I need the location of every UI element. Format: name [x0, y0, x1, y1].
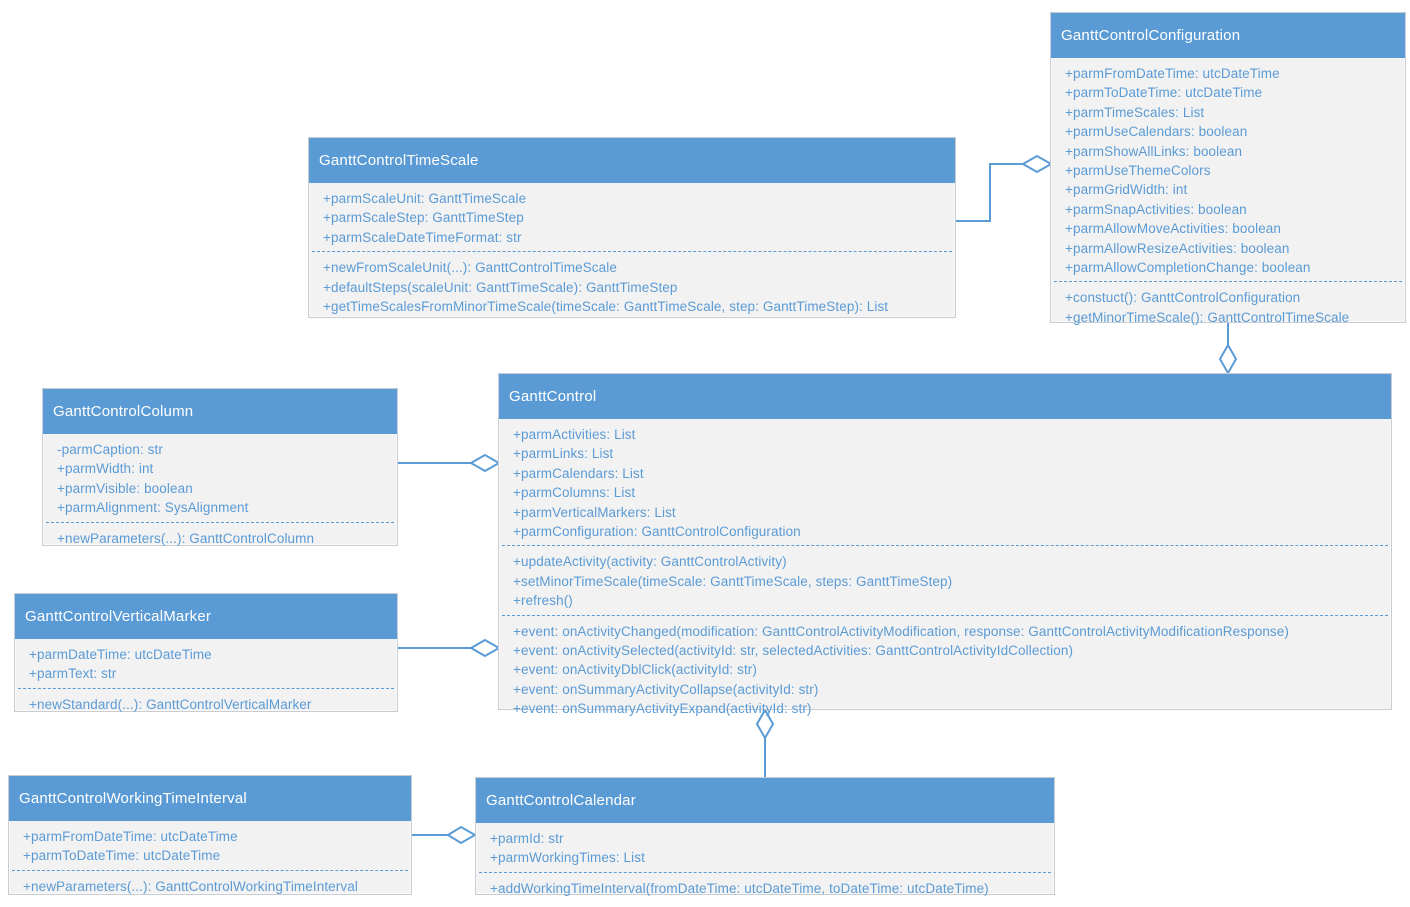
- member-row: +parmConfiguration: GanttControlConfigur…: [513, 524, 801, 540]
- section-divider: [18, 687, 394, 689]
- member-row: +parmUseCalendars: boolean: [1065, 124, 1248, 140]
- methods-section: +addWorkingTimeInterval(fromDateTime: ut…: [476, 873, 1054, 902]
- aggregation-diamond-icon: [468, 453, 502, 473]
- class-ganttcontrolcolumn: GanttControlColumn -parmCaption: str +par…: [42, 388, 398, 546]
- member-row: +parmUseThemeColors: [1065, 163, 1211, 179]
- member-row: +newStandard(...): GanttControlVerticalM…: [29, 696, 312, 712]
- member-row: +constuct(): GanttControlConfiguration: [1065, 290, 1301, 306]
- member-row: +newParameters(...): GanttControlWorking…: [23, 878, 358, 894]
- section-divider: [46, 521, 394, 523]
- class-ganttcontrolverticalmarker: GanttControlVerticalMarker +parmDateTime…: [14, 593, 398, 712]
- connector-verticalmarker-ganttcontrol: [398, 638, 502, 658]
- member-row: +parmId: str: [490, 831, 564, 846]
- section-divider: [479, 871, 1051, 873]
- member-row: +event: onSummaryActivityCollapse(activi…: [513, 681, 819, 697]
- member-row: +parmSnapActivities: boolean: [1065, 201, 1247, 217]
- member-row: +parmVerticalMarkers: List: [513, 504, 676, 520]
- class-ganttcontrolconfiguration: GanttControlConfiguration +parmFromDateT…: [1050, 12, 1406, 325]
- member-row: +parmDateTime: utcDateTime: [29, 647, 212, 662]
- member-row: +parmColumns: List: [513, 485, 636, 501]
- member-row: +parmFromDateTime: utcDateTime: [23, 829, 238, 844]
- attributes-section: +parmActivities: List +parmLinks: List +pa…: [499, 419, 1391, 545]
- member-row: +event: onActivitySelected(activityId: s…: [513, 643, 1074, 659]
- member-row: +parmToDateTime: utcDateTime: [1065, 85, 1263, 101]
- aggregation-diamond-icon: [468, 638, 502, 658]
- member-row: +parmAlignment: SysAlignment: [57, 500, 249, 516]
- member-row: +parmAllowResizeActivities: boolean: [1065, 240, 1290, 256]
- member-row: +newFromScaleUnit(...): GanttControlTime…: [323, 260, 617, 276]
- class-title: GanttControlVerticalMarker: [15, 594, 397, 639]
- member-row: +parmText: str: [29, 666, 117, 682]
- member-row: +refresh(): [513, 593, 573, 609]
- class-title: GanttControl: [499, 374, 1391, 419]
- connector-column-ganttcontrol: [398, 453, 502, 473]
- member-row: +parmWidth: int: [57, 461, 154, 477]
- member-row: +parmAllowMoveActivities: boolean: [1065, 221, 1282, 237]
- member-row: +parmFromDateTime: utcDateTime: [1065, 66, 1280, 81]
- member-row: +parmToDateTime: utcDateTime: [23, 848, 221, 864]
- events-section: +event: onActivityChanged(modification: …: [499, 616, 1391, 723]
- member-row: +parmScaleStep: GanttTimeStep: [323, 210, 524, 226]
- member-row: +parmWorkingTimes: List: [490, 850, 645, 866]
- connector-workingtimeinterval-calendar: [412, 825, 478, 845]
- member-row: +parmGridWidth: int: [1065, 182, 1188, 198]
- attributes-section: +parmId: str +parmWorkingTimes: List: [476, 823, 1054, 872]
- class-title: GanttControlTimeScale: [309, 138, 955, 183]
- section-divider: [502, 545, 1388, 547]
- aggregation-diamond-icon: [1020, 154, 1054, 174]
- attributes-section: -parmCaption: str +parmWidth: int +parmVis…: [43, 434, 397, 522]
- methods-section: +newFromScaleUnit(...): GanttControlTime…: [309, 252, 955, 320]
- member-row: +parmActivities: List: [513, 427, 636, 442]
- member-row: +parmTimeScales: List: [1065, 104, 1205, 120]
- member-row: +parmShowAllLinks: boolean: [1065, 143, 1243, 159]
- section-divider: [1054, 281, 1402, 283]
- member-row: -parmCaption: str: [57, 442, 163, 457]
- member-row: +parmVisible: boolean: [57, 480, 193, 496]
- member-row: +getMinorTimeScale(): GanttControlTimeSc…: [1065, 309, 1350, 325]
- class-ganttcontrolcalendar: GanttControlCalendar +parmId: str +parmWo…: [475, 777, 1055, 896]
- class-title: GanttControlColumn: [43, 389, 397, 434]
- methods-section: +newParameters(...): GanttControlColumn: [43, 523, 397, 552]
- connector-timescale-configuration: [955, 154, 1054, 222]
- class-ganttcontrolworkingtimeinterval: GanttControlWorkingTimeInterval +parmFro…: [8, 775, 412, 895]
- member-row: +addWorkingTimeInterval(fromDateTime: ut…: [490, 880, 989, 896]
- methods-section: +newStandard(...): GanttControlVerticalM…: [15, 689, 397, 718]
- methods-section: +constuct(): GanttControlConfiguration +g…: [1051, 282, 1405, 331]
- section-divider: [312, 251, 952, 253]
- section-divider: [12, 869, 408, 871]
- aggregation-diamond-icon: [1218, 342, 1238, 376]
- attributes-section: +parmScaleUnit: GanttTimeScale +parmScale…: [309, 183, 955, 251]
- member-row: +parmScaleDateTimeFormat: str: [323, 229, 522, 245]
- member-row: +getTimeScalesFromMinorTimeScale(timeSca…: [323, 299, 889, 315]
- class-title: GanttControlWorkingTimeInterval: [9, 776, 411, 821]
- member-row: +parmAllowCompletionChange: boolean: [1065, 260, 1311, 276]
- class-title: GanttControlConfiguration: [1051, 13, 1405, 58]
- class-ganttcontrol: GanttControl +parmActivities: List +parmL…: [498, 373, 1392, 716]
- member-row: +parmLinks: List: [513, 446, 614, 462]
- section-divider: [502, 614, 1388, 616]
- methods-section: +updateActivity(activity: GanttControlAc…: [499, 546, 1391, 614]
- member-row: +setMinorTimeScale(timeScale: GanttTimeS…: [513, 573, 953, 589]
- member-row: +updateActivity(activity: GanttControlAc…: [513, 554, 787, 570]
- class-title: GanttControlCalendar: [476, 778, 1054, 823]
- member-row: +defaultSteps(scaleUnit: GanttTimeScale)…: [323, 279, 678, 295]
- member-row: +event: onSummaryActivityExpand(activity…: [513, 701, 812, 717]
- methods-section: +newParameters(...): GanttControlWorking…: [9, 871, 411, 900]
- member-row: +parmCalendars: List: [513, 465, 644, 481]
- attributes-section: +parmFromDateTime: utcDateTime +parmToDat…: [1051, 58, 1405, 281]
- member-row: +parmScaleUnit: GanttTimeScale: [323, 191, 527, 206]
- member-row: +newParameters(...): GanttControlColumn: [57, 530, 315, 546]
- aggregation-diamond-icon: [446, 825, 478, 845]
- member-row: +event: onActivityChanged(modification: …: [513, 623, 1289, 639]
- member-row: +event: onActivityDblClick(activityId: s…: [513, 662, 757, 678]
- attributes-section: +parmDateTime: utcDateTime +parmText: str: [15, 639, 397, 688]
- class-ganttcontroltimescale: GanttControlTimeScale +parmScaleUnit: Ga…: [308, 137, 956, 318]
- attributes-section: +parmFromDateTime: utcDateTime +parmToDat…: [9, 821, 411, 870]
